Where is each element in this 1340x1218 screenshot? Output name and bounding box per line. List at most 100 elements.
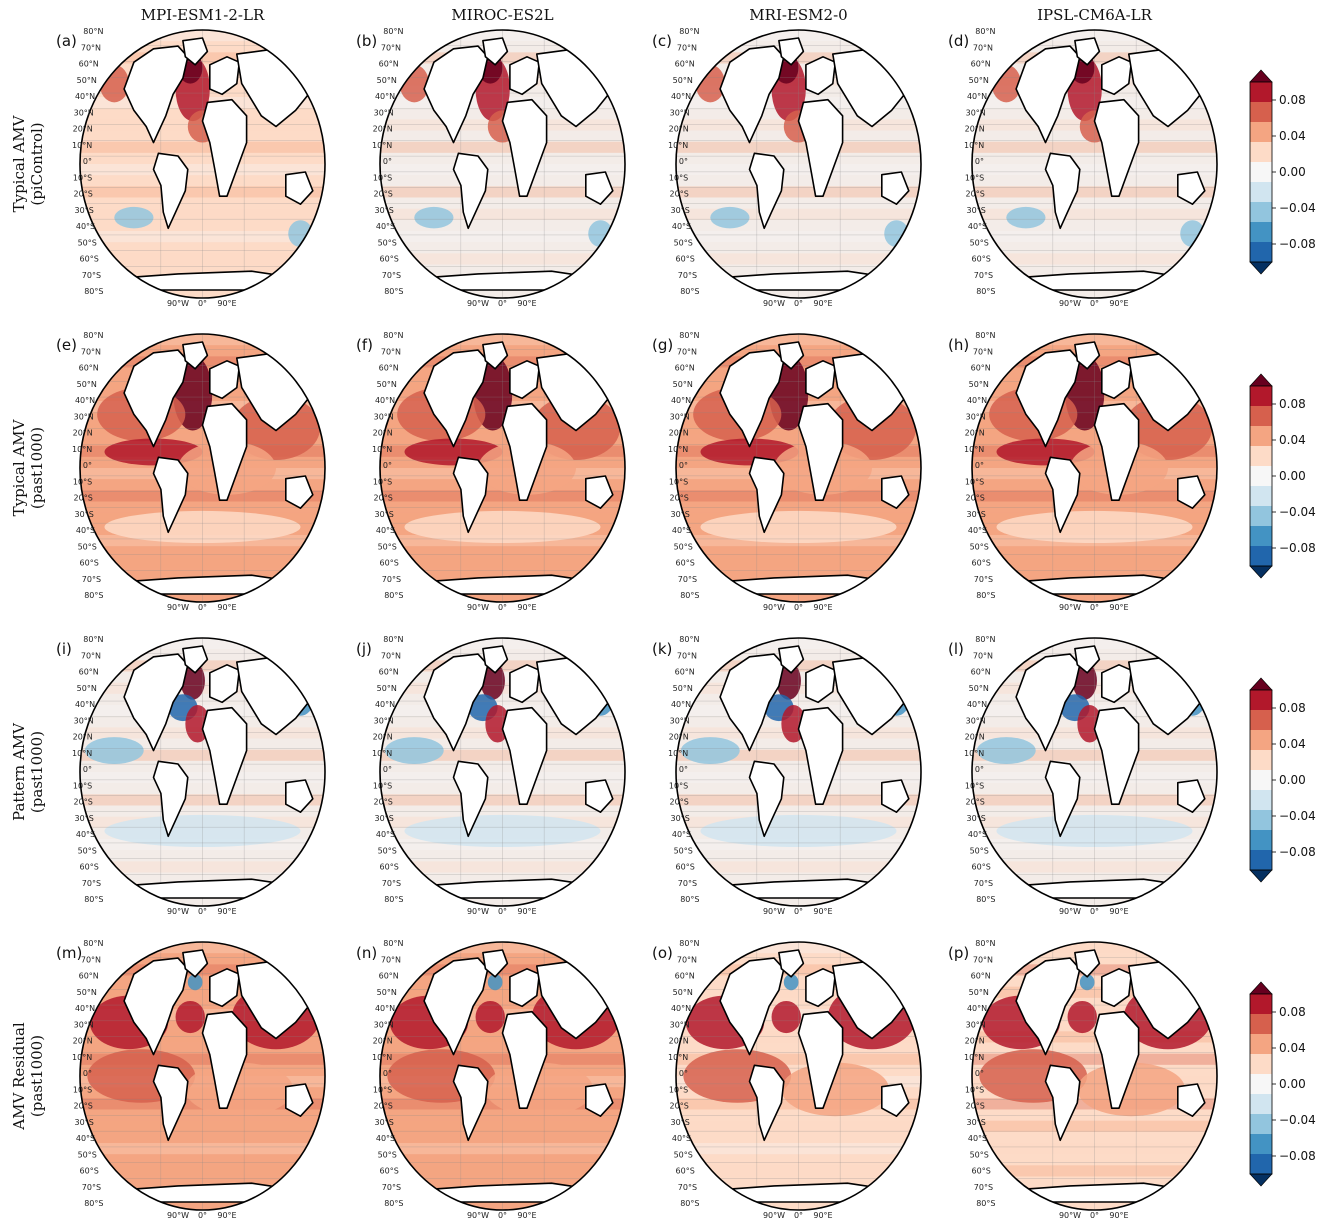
continent-outline (284, 779, 314, 814)
continent-outline (209, 967, 241, 1008)
continent-outline (201, 1010, 248, 1109)
colorbar-segment (1250, 102, 1272, 123)
continent-outline (284, 1083, 314, 1117)
continent-outline (284, 475, 314, 510)
continent-outline (1093, 706, 1140, 806)
continent-outline (182, 949, 209, 978)
continent-outline (152, 152, 189, 230)
colorbar-segment (1250, 1134, 1272, 1155)
colorbar-tick-label: 0.08 (1279, 701, 1306, 715)
latitude-label: 80°N (383, 27, 403, 36)
map-field (972, 638, 1217, 906)
continent-outline (152, 456, 189, 534)
colorbar-segment (1250, 182, 1272, 203)
latitude-label: 50°S (78, 542, 97, 551)
longitude-label: 90°W (763, 299, 785, 308)
map-boundary (79, 333, 326, 603)
latitude-label: 70°S (678, 1183, 697, 1192)
continent-outline (805, 967, 837, 1008)
latitude-label: 50°N (377, 76, 397, 85)
colorbars: 0.080.040.00−0.04−0.080.080.040.00−0.04−… (1249, 69, 1316, 1187)
continent-outline (880, 1083, 910, 1117)
anomaly-region (404, 438, 503, 466)
panel-label: (m) (56, 944, 82, 962)
latitude-label: 40°N (75, 92, 95, 101)
latitude-label: 70°N (973, 955, 993, 964)
latitude-label: 70°N (973, 43, 993, 52)
latitude-label: 40°N (967, 92, 987, 101)
latitude-label: 30°S (967, 206, 986, 215)
longitude-label: 90°W (167, 1211, 189, 1218)
colorbar-segment (1250, 162, 1272, 183)
latitude-label: 70°N (677, 651, 697, 660)
latitude-label: 60°S (80, 863, 99, 872)
latitude-label: 50°S (78, 1150, 97, 1159)
latitude-label: 30°S (375, 206, 394, 215)
latitude-label: 50°N (77, 684, 97, 693)
longitude-label: 90°W (467, 603, 489, 612)
map-field (380, 942, 625, 1210)
anomaly-region (175, 1000, 205, 1034)
continent-outline (452, 456, 489, 534)
longitude-label: 0° (794, 1211, 803, 1218)
latitude-label: 10°N (964, 445, 984, 454)
latitude-label: 80°N (383, 635, 403, 644)
anomaly-region (1006, 206, 1046, 229)
latitude-label: 50°S (674, 1150, 693, 1159)
continent-outline (1101, 359, 1133, 400)
colorbar-tick-label: −0.08 (1279, 237, 1316, 251)
latitude-label: 60°N (379, 364, 399, 373)
panel-label: (f) (356, 336, 373, 354)
continent-outline (797, 98, 844, 197)
latitude-label: 50°S (378, 846, 397, 855)
anomaly-region (976, 737, 1036, 764)
latitude-label: 10°N (372, 749, 392, 758)
column-title: MPI-ESM1-2-LR (141, 6, 265, 24)
longitude-label: 0° (498, 299, 507, 308)
continent-outline (501, 706, 548, 806)
latitude-label: 50°N (77, 76, 97, 85)
continent-outline (1015, 957, 1081, 1056)
colorbar-segment (1250, 850, 1272, 871)
latitude-label: 20°S (374, 798, 393, 807)
latitude-label: 50°S (674, 542, 693, 551)
latitude-label: 60°S (676, 255, 695, 264)
colorbar: 0.080.040.00−0.04−0.08 (1249, 373, 1316, 579)
latitude-label: 40°N (967, 396, 987, 405)
latitude-label: 70°N (973, 347, 993, 356)
latitude-label: 40°S (968, 222, 987, 231)
continent-outline (1177, 171, 1206, 205)
anomaly-region (1079, 974, 1095, 991)
map-boundary (675, 333, 922, 603)
latitude-label: 20°S (966, 190, 985, 199)
latitude-label: 80°S (976, 591, 995, 600)
latitude-label: 10°N (668, 445, 688, 454)
anomaly-region (114, 206, 154, 229)
panel-label: (p) (948, 944, 969, 962)
latitude-label: 30°N (670, 716, 690, 725)
latitude-label: 70°S (974, 575, 993, 584)
longitude-label: 90°W (763, 603, 785, 612)
latitude-label: 60°S (972, 1167, 991, 1176)
latitude-label: 30°S (75, 510, 94, 519)
colorbar-segment (1250, 790, 1272, 811)
latitude-label: 80°S (384, 895, 403, 904)
row-title-line1: AMV Residual (10, 1022, 28, 1131)
colorbar-segment (1250, 1034, 1272, 1055)
map-panel: 80°N70°N60°N50°N40°N30°N20°N10°N0°10°S20… (652, 331, 922, 612)
row-titles: Typical AMV(piControl)Typical AMV(past10… (10, 114, 46, 1130)
latitude-label: 30°S (671, 206, 690, 215)
latitude-label: 30°S (967, 814, 986, 823)
panel-label: (c) (652, 32, 672, 50)
colorbar-segment (1250, 142, 1272, 163)
map-panel: 80°N70°N60°N50°N40°N30°N20°N10°N0°10°S20… (356, 27, 626, 308)
longitude-label: 0° (198, 1211, 207, 1218)
colorbar-segment (1250, 386, 1272, 407)
latitude-label: 0° (975, 461, 984, 470)
colorbar-segment (1250, 406, 1272, 427)
latitude-label: 50°S (378, 542, 397, 551)
continent-outline (209, 663, 241, 704)
colorbar-tick-label: −0.08 (1279, 845, 1316, 859)
latitude-label: 50°S (970, 238, 989, 247)
